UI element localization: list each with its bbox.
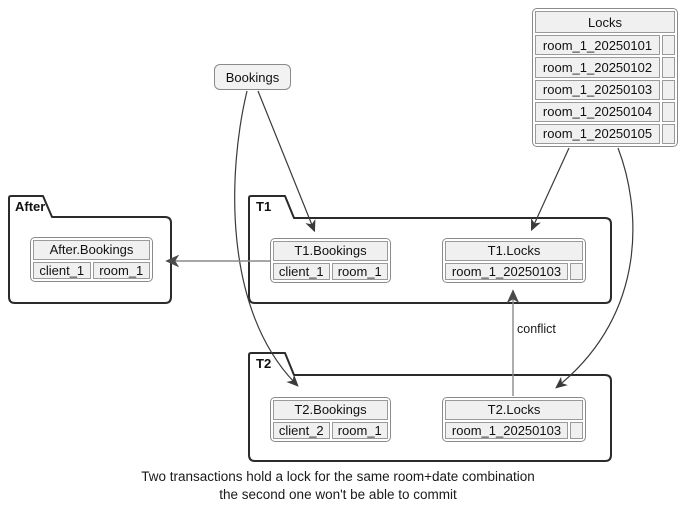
t2-locks-title: T2.Locks bbox=[445, 400, 583, 420]
edge-locks-to-t1-locks bbox=[531, 147, 570, 232]
edge-locks-to-t2-locks bbox=[555, 147, 634, 389]
t2-package-label: T2 bbox=[256, 356, 272, 371]
t1-bookings-client-cell: client_1 bbox=[273, 262, 330, 280]
table-row: room_1_20250101 bbox=[535, 35, 675, 56]
t1-locks-row-key: room_1_20250103 bbox=[445, 262, 568, 280]
conflict-edge-label: conflict bbox=[517, 322, 556, 336]
locks-row-value bbox=[662, 123, 675, 145]
t2-bookings-client-cell: client_2 bbox=[273, 421, 330, 439]
t1-bookings-room-cell: room_1 bbox=[331, 262, 388, 280]
locks-row-key: room_1_20250102 bbox=[535, 57, 660, 78]
bookings-node-label: Bookings bbox=[225, 69, 280, 85]
t1-locks-row-value bbox=[570, 262, 583, 280]
t1-locks-table: T1.Locks room_1_20250103 bbox=[442, 238, 586, 283]
t2-locks-row-key: room_1_20250103 bbox=[445, 421, 568, 439]
table-row: room_1_20250104 bbox=[535, 101, 675, 122]
after-package-label: After bbox=[15, 199, 46, 214]
t1-package-label: T1 bbox=[256, 199, 272, 214]
locks-table: Locks room_1_20250101 room_1_20250102 ro… bbox=[532, 8, 678, 147]
after-bookings-client-cell: client_1 bbox=[33, 261, 91, 279]
locks-row-value bbox=[662, 57, 675, 78]
t2-bookings-title: T2.Bookings bbox=[273, 400, 388, 420]
edge-bookings-to-t1-bookings bbox=[257, 90, 316, 233]
after-bookings-title: After.Bookings bbox=[33, 240, 150, 260]
table-row: room_1_20250103 bbox=[445, 421, 583, 439]
edge-bookings-to-t2-bookings bbox=[234, 90, 299, 387]
after-bookings-table: After.Bookings client_1 room_1 bbox=[30, 237, 153, 282]
table-row: client_1 room_1 bbox=[273, 262, 388, 280]
table-row: room_1_20250105 bbox=[535, 123, 675, 145]
after-bookings-room-cell: room_1 bbox=[92, 261, 150, 279]
t2-bookings-room-cell: room_1 bbox=[331, 421, 388, 439]
caption-line-1: Two transactions hold a lock for the sam… bbox=[141, 469, 535, 484]
locks-row-key: room_1_20250104 bbox=[535, 101, 660, 122]
locks-row-key: room_1_20250101 bbox=[535, 35, 660, 56]
caption-line-2: the second one won't be able to commit bbox=[219, 487, 457, 502]
table-row: room_1_20250102 bbox=[535, 57, 675, 78]
locks-row-value bbox=[662, 79, 675, 100]
table-row: client_1 room_1 bbox=[33, 261, 150, 279]
table-row: client_2 room_1 bbox=[273, 421, 388, 439]
t2-locks-row-value bbox=[570, 421, 583, 439]
locks-row-key: room_1_20250103 bbox=[535, 79, 660, 100]
locks-row-key: room_1_20250105 bbox=[535, 123, 660, 145]
locks-row-value bbox=[662, 101, 675, 122]
t1-locks-title: T1.Locks bbox=[445, 241, 583, 261]
t2-bookings-table: T2.Bookings client_2 room_1 bbox=[270, 397, 391, 442]
diagram-caption: Two transactions hold a lock for the sam… bbox=[0, 468, 676, 504]
locks-table-title: Locks bbox=[535, 11, 675, 34]
t1-bookings-title: T1.Bookings bbox=[273, 241, 388, 261]
t1-bookings-table: T1.Bookings client_1 room_1 bbox=[270, 238, 391, 283]
table-row: room_1_20250103 bbox=[535, 79, 675, 100]
bookings-node: Bookings bbox=[214, 64, 291, 90]
locks-row-value bbox=[662, 35, 675, 56]
table-row: room_1_20250103 bbox=[445, 262, 583, 280]
t2-locks-table: T2.Locks room_1_20250103 bbox=[442, 397, 586, 442]
